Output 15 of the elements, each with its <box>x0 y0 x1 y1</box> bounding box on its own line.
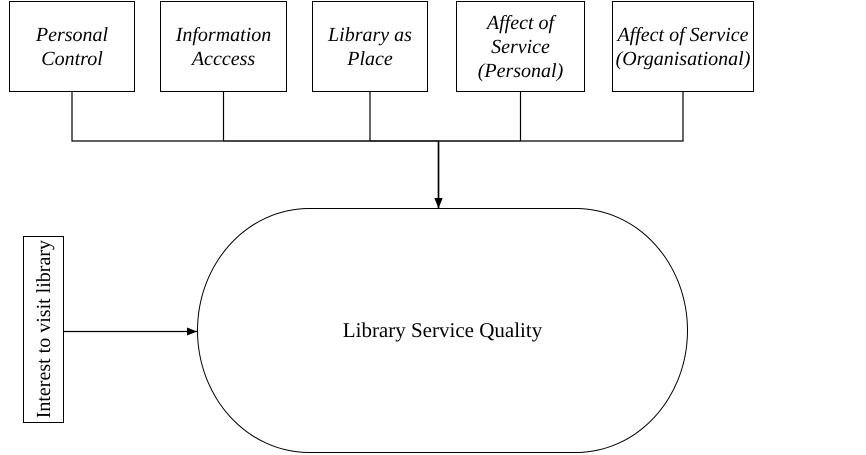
concept-box <box>9 1 135 92</box>
node-label: Information Acccess <box>174 22 272 70</box>
node-label: Affect of Service (Personal) <box>476 10 564 82</box>
node-label: Library as Place <box>326 22 413 70</box>
arrow <box>434 92 684 208</box>
concept-box <box>312 1 428 92</box>
concept-box <box>23 236 64 423</box>
node-label: Personal Control <box>34 22 110 70</box>
concept-box <box>160 1 287 92</box>
node-label: Interest to visit library <box>32 240 56 419</box>
node-label: Affect of Service (Organisational) <box>614 22 752 70</box>
concept-box <box>612 1 754 92</box>
concept-box <box>456 1 585 92</box>
node-label: Library Service Quality <box>342 318 542 344</box>
arrow <box>64 328 197 336</box>
